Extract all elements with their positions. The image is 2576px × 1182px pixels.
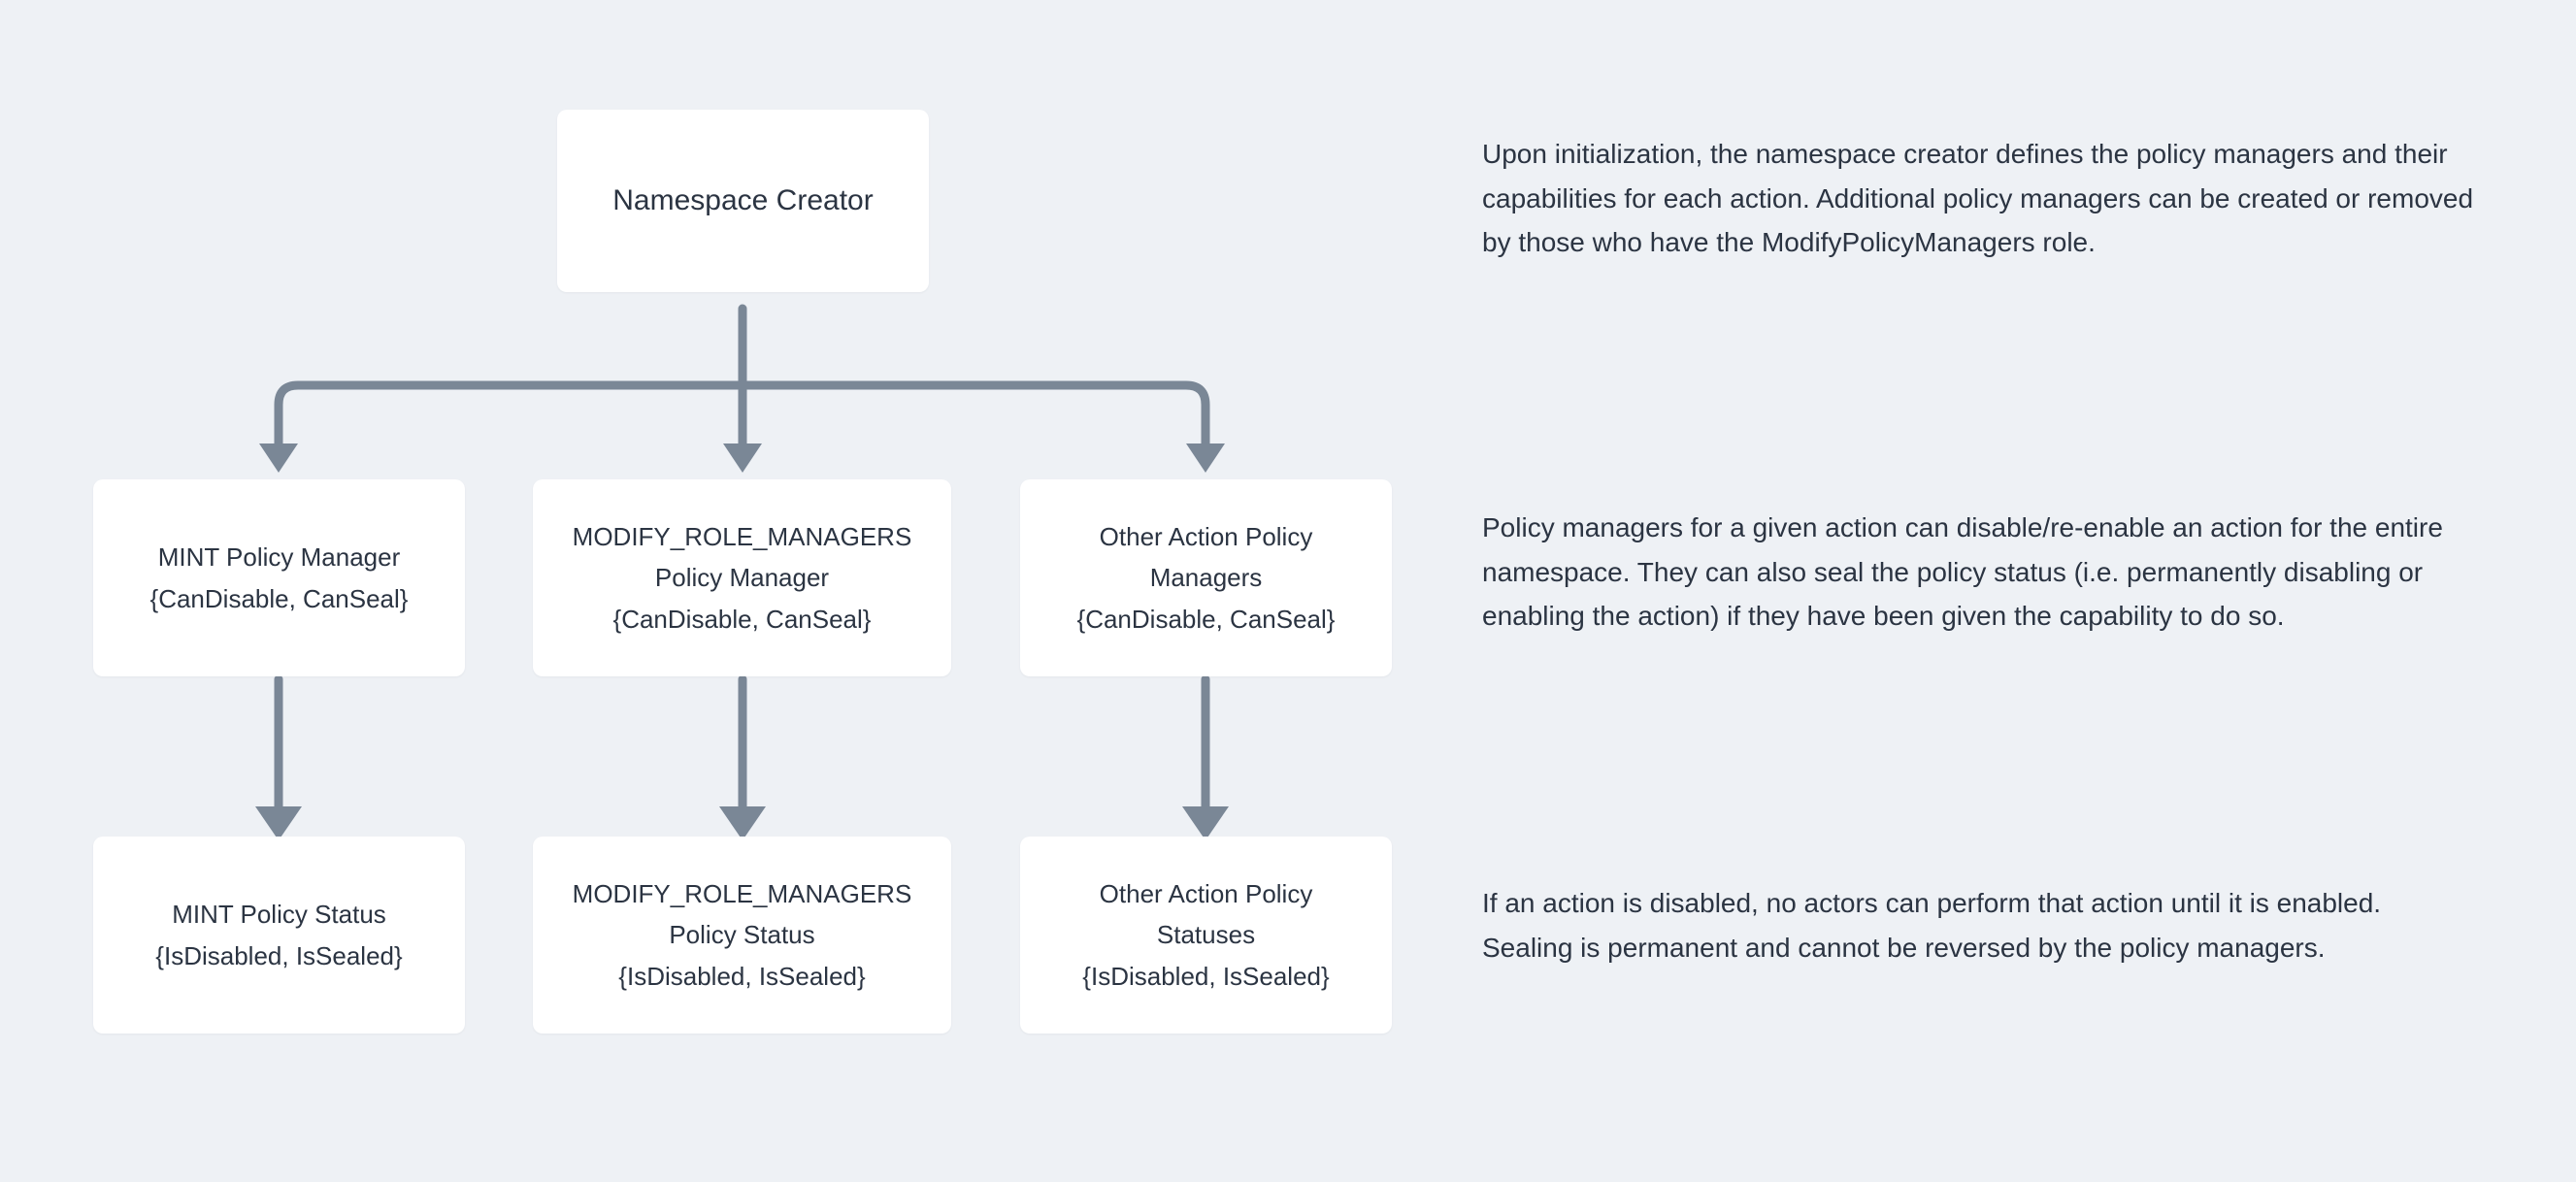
node-label-line: {IsDisabled, IsSealed}	[1082, 961, 1330, 991]
node-label-line: Other Action Policy	[1099, 879, 1313, 909]
edge-branch-left	[274, 380, 747, 453]
node-label-line: Namespace Creator	[612, 183, 874, 216]
arrowhead-mgr-status-1	[719, 806, 766, 840]
node-label-line: Other Action Policy	[1099, 522, 1313, 552]
node-label-line: {IsDisabled, IsSealed}	[155, 940, 403, 970]
node-label-line: {IsDisabled, IsSealed}	[618, 961, 866, 991]
node-label-line: Policy Status	[669, 920, 815, 950]
node-modify-role-managers-policy-status[interactable]: MODIFY_ROLE_MANAGERS Policy Status {IsDi…	[533, 837, 951, 1034]
annotation-initialization: Upon initialization, the namespace creat…	[1482, 139, 2474, 258]
node-mint-policy-status[interactable]: MINT Policy Status {IsDisabled, IsSealed…	[93, 837, 465, 1034]
node-label-line: {CanDisable, CanSeal}	[1076, 604, 1336, 634]
node-label-line: MODIFY_ROLE_MANAGERS	[572, 879, 912, 909]
arrowhead-branch-left	[259, 443, 298, 473]
node-label-line: {CanDisable, CanSeal}	[612, 604, 872, 634]
node-other-action-policy-statuses[interactable]: Other Action Policy Statuses {IsDisabled…	[1020, 837, 1392, 1034]
arrowhead-branch-right	[1186, 443, 1225, 473]
arrowhead-mgr-status-2	[1182, 806, 1229, 840]
node-label-line: Policy Manager	[654, 563, 830, 593]
node-other-action-policy-managers[interactable]: Other Action Policy Managers {CanDisable…	[1020, 479, 1392, 676]
annotation-permanence: If an action is disabled, no actors can …	[1482, 888, 2382, 963]
node-label-line: Statuses	[1156, 920, 1256, 950]
node-modify-role-managers-policy-manager[interactable]: MODIFY_ROLE_MANAGERS Policy Manager {Can…	[533, 479, 951, 676]
node-namespace-creator[interactable]: Namespace Creator	[557, 110, 929, 292]
arrowhead-branch-center	[723, 443, 762, 473]
annotation-capabilities: Policy managers for a given action can d…	[1482, 512, 2443, 632]
arrowhead-mgr-status-0	[255, 806, 302, 840]
node-label-line: Managers	[1149, 563, 1263, 593]
node-mint-policy-manager[interactable]: MINT Policy Manager {CanDisable, CanSeal…	[93, 479, 465, 676]
node-label-line: {CanDisable, CanSeal}	[149, 583, 409, 613]
node-label-line: MODIFY_ROLE_MANAGERS	[572, 522, 912, 552]
node-label-line: MINT Policy Status	[172, 900, 386, 930]
node-label-line: MINT Policy Manager	[157, 542, 401, 573]
edge-branch-right	[738, 380, 1210, 453]
